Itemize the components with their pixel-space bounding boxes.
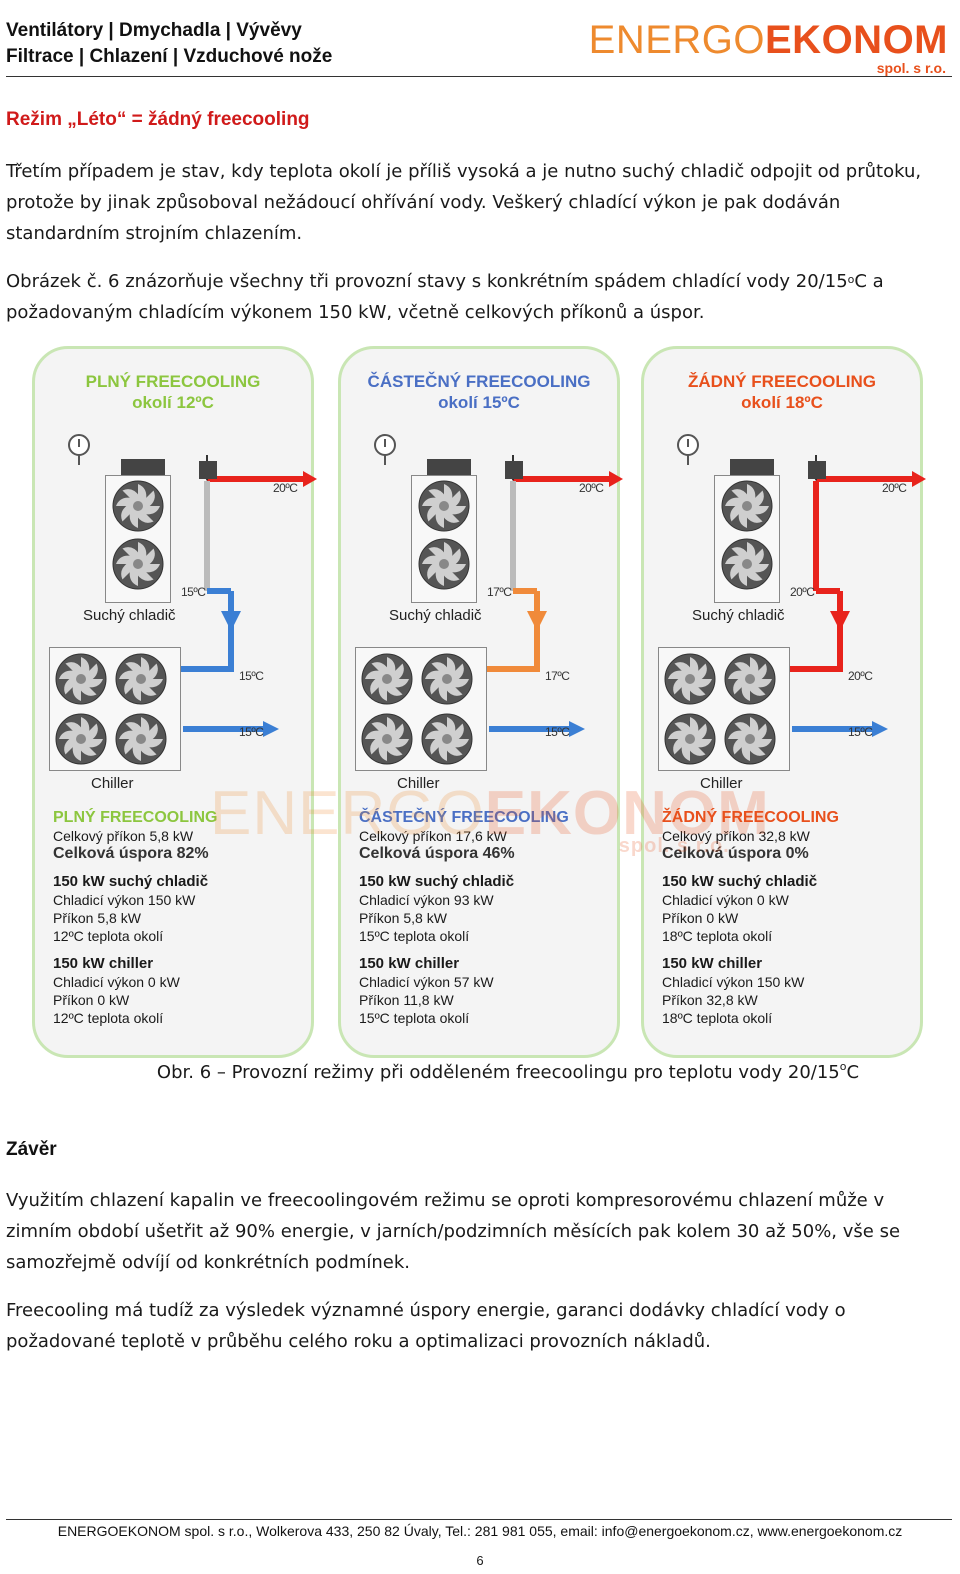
fan-icon (361, 713, 413, 769)
fan-icon (112, 480, 164, 536)
fan-icon (361, 653, 413, 709)
paragraph-figure-ref: Obrázek č. 6 znázorňuje všechny tři prov… (6, 271, 884, 323)
dry-cooler-label: Suchý chladič (83, 607, 176, 624)
temp-label: 15ºC (545, 725, 570, 739)
temp-label: 15ºC (181, 585, 206, 599)
company-logo: ENERGOEKONOM spol. s r.o. (588, 18, 948, 76)
temp-label: 20ºC (882, 481, 907, 495)
fan-icon (721, 538, 773, 594)
dry-cooler-label: Suchý chladič (389, 607, 482, 624)
dry-cooler-label: Suchý chladič (692, 607, 785, 624)
fan-icon (115, 653, 167, 709)
footer-divider (6, 1519, 952, 1520)
footer-contact: ENERGOEKONOM spol. s r.o., Wolkerova 433… (57, 1523, 903, 1539)
header-divider (6, 76, 952, 77)
temp-label: 15ºC (239, 669, 264, 683)
fan-icon (421, 713, 473, 769)
fan-icon (721, 480, 773, 536)
temp-label: 20ºC (790, 585, 815, 599)
figure-caption: Obr. 6 – Provozní režimy při odděleném f… (156, 1060, 860, 1083)
fan-icon (418, 538, 470, 594)
temp-label: 17ºC (545, 669, 570, 683)
temp-label: 15ºC (848, 725, 873, 739)
fan-icon (115, 713, 167, 769)
paragraph-conclusion-1: Využitím chlazení kapalin ve freecooling… (6, 1190, 901, 1273)
chiller-label: Chiller (700, 775, 743, 792)
temp-label: 20ºC (579, 481, 604, 495)
fan-icon (724, 713, 776, 769)
section-title-conclusion: Závěr (6, 1139, 57, 1160)
temp-label: 15ºC (239, 725, 264, 739)
fan-icon (664, 653, 716, 709)
fan-icon (55, 713, 107, 769)
temp-label: 20ºC (273, 481, 298, 495)
fan-icon (418, 480, 470, 536)
header-line-1: Ventilátory | Dmychadla | Vývěvy (6, 20, 302, 41)
chiller-label: Chiller (397, 775, 440, 792)
chiller-label: Chiller (91, 775, 134, 792)
section-title-summer: Režim „Léto“ = žádný freecooling (6, 109, 310, 130)
fan-icon (421, 653, 473, 709)
temp-label: 20ºC (848, 669, 873, 683)
page-number: 6 (476, 1553, 484, 1568)
paragraph-conclusion-2: Freecooling má tudíž za výsledek významn… (6, 1300, 846, 1352)
fan-icon (55, 653, 107, 709)
header-taglines: Ventilátory | Dmychadla | Vývěvy Filtrac… (6, 18, 332, 70)
temp-label: 17ºC (487, 585, 512, 599)
fan-icon (112, 538, 164, 594)
paragraph-summer: Třetím případem je stav, kdy teplota oko… (6, 161, 922, 244)
fan-icon (664, 713, 716, 769)
fan-icon (724, 653, 776, 709)
header-line-2: Filtrace | Chlazení | Vzduchové nože (6, 46, 333, 67)
